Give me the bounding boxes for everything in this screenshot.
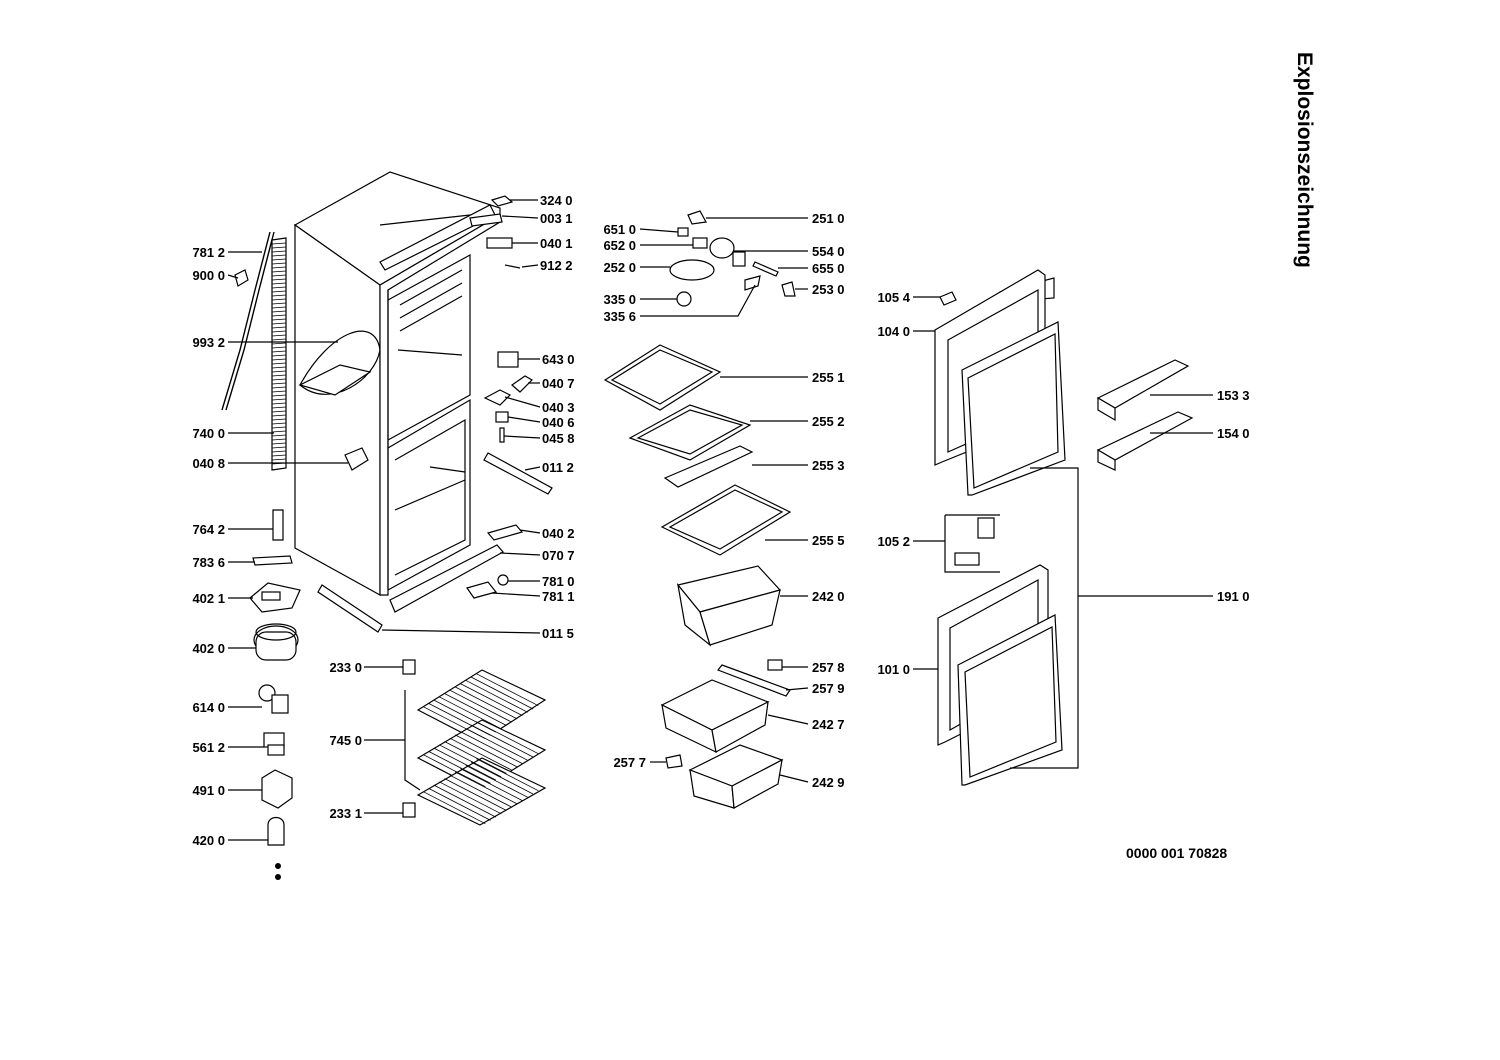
part-label-p4200: 420 0 (192, 833, 225, 848)
left-parts (234, 269, 301, 880)
part-label-p9932: 993 2 (192, 335, 225, 350)
part-label-p3356: 335 6 (603, 309, 636, 324)
leader-line-p0406 (507, 416, 541, 423)
part-label-p2420: 242 0 (812, 589, 845, 604)
part-label-p7400: 740 0 (192, 426, 225, 441)
leader-line-p0112 (524, 466, 541, 471)
part-label-p7836: 783 6 (192, 555, 225, 570)
glass-shelves (603, 344, 792, 556)
leader-line-p0707 (499, 552, 541, 556)
part-label-p0115: 011 5 (542, 626, 574, 641)
leader-line-p0115 (381, 629, 541, 634)
leader-line-p7811 (491, 592, 541, 597)
part-label-p7642: 764 2 (192, 522, 225, 537)
part-label-p0402: 040 2 (542, 526, 575, 541)
part-label-p2577: 257 7 (613, 755, 646, 770)
part-label-p9122: 912 2 (540, 258, 573, 273)
part-label-p1040: 104 0 (877, 324, 910, 339)
part-label-p2555: 255 5 (812, 533, 845, 548)
part-label-p0407: 040 7 (542, 376, 575, 391)
lamp-and-thermostat-parts (669, 210, 796, 307)
wire-shelves (402, 659, 547, 826)
part-label-p6430: 643 0 (542, 352, 575, 367)
part-label-p0403: 040 3 (542, 400, 575, 415)
part-labels: 324 0 003 1 040 1 912 2 781 2 900 0 993 2 643 0… (192, 193, 1249, 848)
part-label-p7810: 781 0 (542, 574, 575, 589)
crisper-drawers (660, 565, 791, 809)
part-label-p1054: 105 4 (877, 290, 910, 305)
condenser-grid (271, 237, 287, 471)
refrigerator-cabinet (293, 171, 504, 613)
leader-line-p2427 (767, 714, 809, 725)
part-label-p2553: 255 3 (812, 458, 845, 473)
part-label-p6140: 614 0 (192, 700, 225, 715)
part-label-p0406: 040 6 (542, 415, 575, 430)
part-label-p7450: 745 0 (329, 733, 362, 748)
leader-line-p9122 (521, 264, 539, 268)
part-label-p1540: 154 0 (1217, 426, 1250, 441)
part-label-p1533: 153 3 (1217, 388, 1250, 403)
part-label-p0031: 003 1 (540, 211, 573, 226)
part-label-p4020: 402 0 (192, 641, 225, 656)
document-number: 0000 001 70828 (1126, 845, 1228, 861)
part-label-p2551: 255 1 (812, 370, 845, 385)
part-label-p2520: 252 0 (603, 260, 636, 275)
part-label-p5612: 561 2 (192, 740, 225, 755)
part-label-p9000: 900 0 (192, 268, 225, 283)
part-label-p2579: 257 9 (812, 681, 845, 696)
part-label-p4021: 402 1 (192, 591, 225, 606)
part-label-p5540: 554 0 (812, 244, 845, 259)
part-label-p2552: 255 2 (812, 414, 845, 429)
drain-tube (221, 231, 271, 411)
part-label-p6550: 655 0 (812, 261, 845, 276)
part-label-p1010: 101 0 (877, 662, 910, 677)
part-label-p3350: 335 0 (603, 292, 636, 307)
upper-door (934, 269, 1066, 496)
part-label-p6520: 652 0 (603, 238, 636, 253)
part-label-p2427: 242 7 (812, 717, 845, 732)
part-label-p0458: 045 8 (542, 431, 575, 446)
part-label-p7811: 781 1 (542, 589, 575, 604)
bracket-door-seal (1010, 467, 1079, 769)
part-label-p3240: 324 0 (540, 193, 573, 208)
part-label-p7812: 781 2 (192, 245, 225, 260)
leader-lines (227, 199, 1213, 841)
part-label-p2578: 257 8 (812, 660, 845, 675)
bracket-hinge-group (944, 515, 1000, 573)
part-label-p2530: 253 0 (812, 282, 845, 297)
part-label-p0112: 011 2 (542, 460, 574, 475)
part-label-p0408: 040 8 (192, 456, 225, 471)
door-shelves (1096, 359, 1194, 471)
part-label-p2330: 233 0 (329, 660, 362, 675)
part-label-p4910: 491 0 (192, 783, 225, 798)
leader-line-p0458 (503, 435, 541, 439)
cabinet-fittings (317, 195, 553, 633)
door-hinges (939, 291, 995, 566)
leader-line-p9000 (227, 274, 239, 279)
part-label-p0707: 070 7 (542, 548, 575, 563)
leader-line-p2429 (779, 774, 809, 783)
part-label-p2429: 242 9 (812, 775, 845, 790)
part-label-p2331: 233 1 (329, 806, 362, 821)
leader-line-p3356 (640, 284, 756, 317)
leader-line-p0403 (504, 396, 541, 408)
part-label-p0401: 040 1 (540, 236, 573, 251)
leader-line-p0031 (501, 215, 539, 219)
leader-line-p6510 (639, 228, 679, 233)
part-label-p2510: 251 0 (812, 211, 845, 226)
part-label-p1910: 191 0 (1217, 589, 1250, 604)
leader-line-p2579 (785, 687, 809, 691)
part-label-p6510: 651 0 (603, 222, 636, 237)
part-label-p1052: 105 2 (877, 534, 910, 549)
lower-door (937, 564, 1063, 786)
leader-line-p0402 (519, 529, 541, 534)
